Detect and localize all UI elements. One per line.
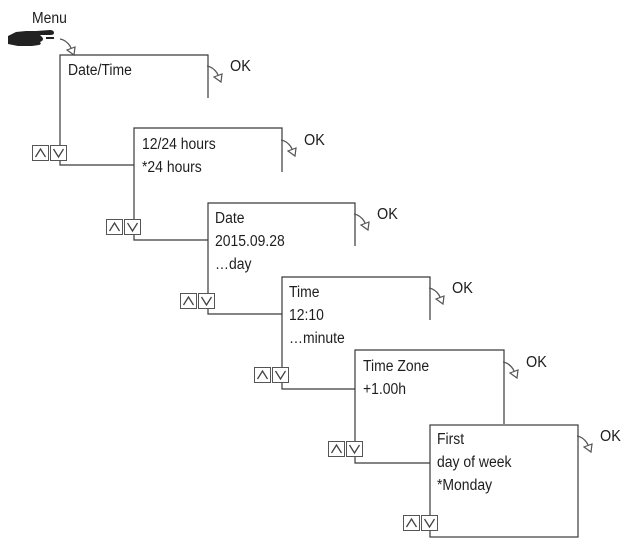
curved-arrow-icon <box>206 65 223 84</box>
screen-outline-time <box>281 276 431 390</box>
triangle-up-icon <box>182 295 195 306</box>
up-down-buttons <box>106 219 146 237</box>
ok-label: OK <box>526 354 547 371</box>
down-button[interactable] <box>346 441 363 457</box>
curved-arrow-icon <box>280 139 297 158</box>
screen-line: 12:10 <box>289 307 324 324</box>
screen-time-zone: Time Zone +1.00h <box>363 355 429 401</box>
screen-line: *Monday <box>437 477 493 494</box>
down-button[interactable] <box>421 515 438 531</box>
screen-line: First <box>437 431 465 448</box>
screen-line: 12/24 hours <box>142 136 216 153</box>
screen-time: Time 12:10 …minute <box>289 281 345 350</box>
down-button[interactable] <box>272 367 289 383</box>
up-down-buttons <box>32 145 72 163</box>
screen-line: Time Zone <box>363 358 430 375</box>
screen-line: …day <box>215 256 252 273</box>
curved-arrow-icon <box>428 287 445 306</box>
screen-outline-date-time <box>59 54 209 166</box>
down-button[interactable] <box>50 145 67 161</box>
triangle-up-icon <box>34 147 47 158</box>
screen-first-day: First day of week *Monday <box>437 428 511 497</box>
screen-line: *24 hours <box>142 159 202 176</box>
screen-line: …minute <box>289 330 345 347</box>
up-down-buttons <box>254 367 294 385</box>
curved-arrow-icon <box>502 361 519 380</box>
ok-label: OK <box>230 58 251 75</box>
screen-line: Date/Time <box>68 62 132 79</box>
screen-date: Date 2015.09.28 …day <box>215 207 285 276</box>
triangle-up-icon <box>108 221 121 232</box>
up-button[interactable] <box>180 293 197 309</box>
triangle-down-icon <box>52 148 65 159</box>
ok-label: OK <box>377 206 398 223</box>
screen-line: 2015.09.28 <box>215 233 285 250</box>
triangle-down-icon <box>126 222 139 233</box>
screen-12-24-hours: 12/24 hours *24 hours <box>142 133 216 179</box>
menu-label: Menu <box>32 10 67 27</box>
ok-label: OK <box>600 428 621 445</box>
screen-outline-date <box>207 202 356 315</box>
triangle-up-icon <box>405 517 418 528</box>
curved-arrow-icon <box>353 213 370 232</box>
curved-arrow-icon <box>59 38 76 57</box>
down-button[interactable] <box>124 219 141 235</box>
up-button[interactable] <box>32 145 49 161</box>
up-button[interactable] <box>403 515 420 531</box>
triangle-down-icon <box>200 296 213 307</box>
ok-label: OK <box>304 132 325 149</box>
screen-line: +1.00h <box>363 381 407 398</box>
up-down-buttons <box>403 515 443 533</box>
up-button[interactable] <box>328 441 345 457</box>
triangle-up-icon <box>330 443 343 454</box>
screen-outline-time-zone <box>354 349 505 464</box>
triangle-down-icon <box>274 370 287 381</box>
pointing-hand-icon <box>8 30 54 46</box>
up-button[interactable] <box>106 219 123 235</box>
screen-line: Date <box>215 210 245 227</box>
curved-arrow-icon <box>576 435 593 454</box>
triangle-up-icon <box>256 369 269 380</box>
triangle-down-icon <box>423 518 436 529</box>
screen-outline-first-day <box>429 424 579 538</box>
ok-label: OK <box>452 280 473 297</box>
up-button[interactable] <box>254 367 271 383</box>
screen-date-time: Date/Time <box>68 59 132 82</box>
up-down-buttons <box>328 441 368 459</box>
screen-line: day of week <box>437 454 512 471</box>
triangle-down-icon <box>348 444 361 455</box>
screen-outline-12-24-hours <box>133 127 283 241</box>
up-down-buttons <box>180 293 220 311</box>
screen-line: Time <box>289 284 320 301</box>
down-button[interactable] <box>198 293 215 309</box>
